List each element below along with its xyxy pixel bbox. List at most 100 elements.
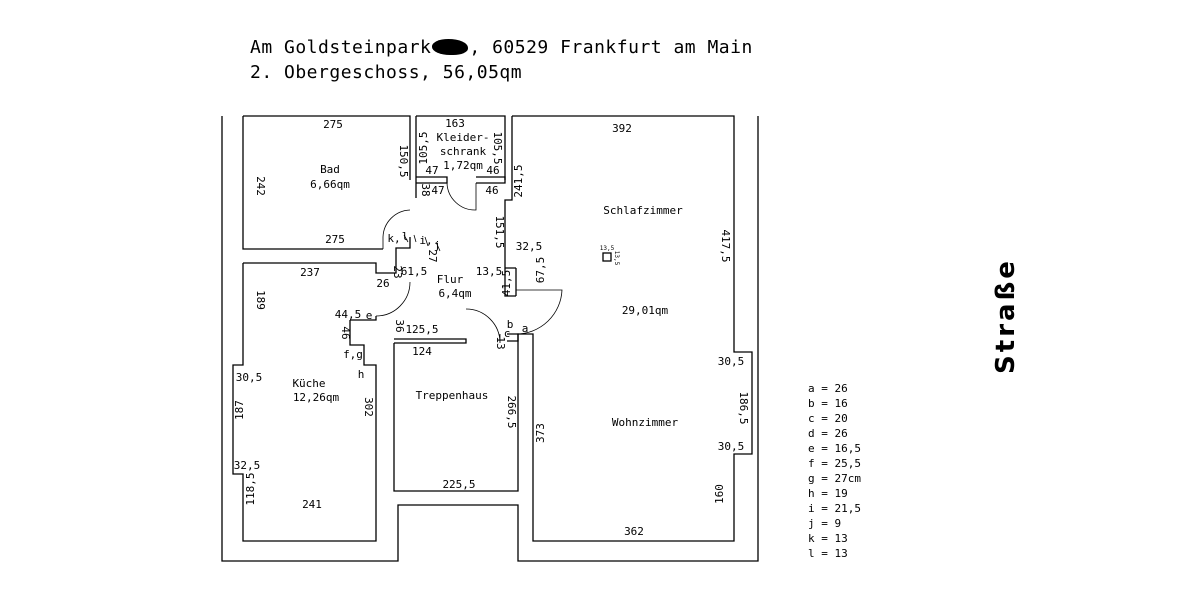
dim-wz-160: 160 — [713, 484, 726, 504]
legend-item: b = 16 — [808, 397, 848, 410]
legend-item: l = 13 — [808, 547, 848, 560]
dim-bad-right: 150,5 — [397, 144, 410, 177]
dim-kueche-top: 237 — [300, 266, 320, 279]
redaction-blot — [432, 39, 469, 55]
dim-flur-41-5: 41,5 — [500, 270, 513, 297]
dim-kueche-32-5: 32,5 — [234, 459, 261, 472]
dim-kueche-30-5: 30,5 — [236, 371, 263, 384]
ks-shelf-right — [476, 176, 506, 184]
room-ks-area: 1,72qm — [443, 159, 483, 172]
legend-item: e = 16,5 — [808, 442, 861, 455]
treppenhaus-walls — [393, 333, 519, 492]
room-treppenhaus-name: Treppenhaus — [416, 389, 489, 402]
legend-item: d = 26 — [808, 427, 848, 440]
treppenhaus-top-wall — [394, 338, 467, 344]
legend-item: h = 19 — [808, 487, 848, 500]
marker-j: j — [434, 239, 441, 252]
dim-kueche-187: 187 — [233, 400, 246, 420]
kueche-entry-wall — [350, 316, 377, 321]
pillar — [602, 252, 612, 262]
dim-flur-27: 27 — [426, 249, 439, 262]
street-label: Straße — [991, 258, 1021, 374]
dim-ks-below-l: 47 — [431, 184, 444, 197]
legend-item: c = 20 — [808, 412, 848, 425]
dim-th-right: 266,5 — [505, 395, 518, 428]
marker-e: e — [366, 309, 373, 322]
marker-fg: f,g — [343, 348, 363, 361]
dim-sz-67-5: 67,5 — [534, 257, 547, 284]
dim-ks-bl: 47 — [425, 164, 438, 177]
dim-wz-13: 13 — [494, 336, 507, 349]
door-swings — [375, 182, 563, 344]
marker-k: k, — [387, 232, 400, 245]
room-bad-area: 6,66qm — [310, 178, 350, 191]
room-bad-name: Bad — [320, 163, 340, 176]
dim-kueche-302: 302 — [362, 397, 375, 417]
dimension-legend: a = 26 b = 16 c = 20 d = 26 e = 16,5 f =… — [808, 381, 861, 561]
dim-flur-44-5: 44,5 — [335, 308, 362, 321]
schlafzimmer-walls — [507, 115, 753, 542]
room-kueche-area: 12,26qm — [293, 391, 340, 404]
dim-flur-13-5: 13,5 — [476, 265, 503, 278]
bad-door-swing — [382, 209, 411, 249]
marker-l: l — [402, 230, 409, 243]
ks-door-swing — [446, 182, 477, 211]
marker-h: h — [358, 368, 365, 381]
address-city: , 60529 Frankfurt am Main — [469, 37, 753, 58]
dim-kueche-bottom: 241 — [302, 498, 322, 511]
dim-32-5: 32,5 — [516, 240, 543, 253]
dim-ks-br: 46 — [486, 164, 499, 177]
legend-item: g = 27cm — [808, 472, 861, 485]
bad-walls — [242, 115, 411, 250]
dim-kueche-26: 26 — [376, 277, 389, 290]
dim-kueche-189: 189 — [254, 290, 267, 310]
sz-door-swing — [515, 289, 563, 335]
kleiderschrank-walls — [415, 115, 506, 198]
dim-bad-bottom: 275 — [325, 233, 345, 246]
address-line: Am Goldsteinpark , 60529 Frankfurt am Mai… — [250, 37, 753, 58]
dim-wz-186-5: 186,5 — [737, 391, 750, 424]
room-ks-name-2: schrank — [440, 145, 487, 158]
marker-c: c — [504, 327, 511, 340]
dim-sz-top: 392 — [612, 122, 632, 135]
dim-th-top: 124 — [412, 345, 432, 358]
dim-pillar-a: 13,5 — [600, 245, 615, 252]
room-sz-name: Schlafzimmer — [603, 204, 683, 217]
sz-corner-wall — [505, 267, 517, 296]
dim-ks-right: 105,5 — [491, 131, 504, 164]
dim-kueche-118-5: 118,5 — [244, 472, 257, 505]
dim-ks-left: 105,5 — [417, 131, 430, 164]
kueche-walls — [232, 263, 377, 542]
dim-bad-door: 38 — [419, 183, 432, 196]
outer-wall-left — [221, 116, 759, 562]
dim-ks-top: 163 — [445, 117, 465, 130]
dim-flur-right: 151,5 — [493, 215, 506, 248]
dim-bad-top: 275 — [323, 118, 343, 131]
dim-ks-below-r: 46 — [485, 184, 498, 197]
dim-flur-36: 36 — [393, 319, 406, 332]
legend-item: i = 21,5 — [808, 502, 861, 515]
legend-item: j = 9 — [808, 517, 842, 530]
dim-th-bottom: 225,5 — [442, 478, 475, 491]
dim-kueche-46: 46 — [339, 326, 352, 339]
legend-item: f = 25,5 — [808, 457, 861, 470]
room-wohnzimmer-name: Wohnzimmer — [612, 416, 679, 429]
flur-upper-wall — [243, 237, 411, 274]
dim-wz-30-5-top: 30,5 — [718, 355, 745, 368]
address-street: Am Goldsteinpark — [250, 37, 432, 58]
legend-item: a = 26 — [808, 382, 848, 395]
flur-ticks — [403, 234, 441, 252]
walls — [221, 115, 759, 562]
dim-wz-30-5-bottom: 30,5 — [718, 440, 745, 453]
dim-pillar-b: 13,5 — [613, 251, 620, 266]
ks-shelf-left — [416, 176, 448, 184]
dim-kueche-23: 23 — [391, 265, 404, 278]
room-kueche-name: Küche — [292, 377, 325, 390]
legend-item: k = 13 — [808, 532, 848, 545]
dim-sz-left: 241,5 — [512, 164, 525, 197]
room-ks-name-1: Kleider- — [437, 131, 490, 144]
dim-kueche-61-5: 61,5 — [401, 265, 428, 278]
dim-wz-bottom: 362 — [624, 525, 644, 538]
